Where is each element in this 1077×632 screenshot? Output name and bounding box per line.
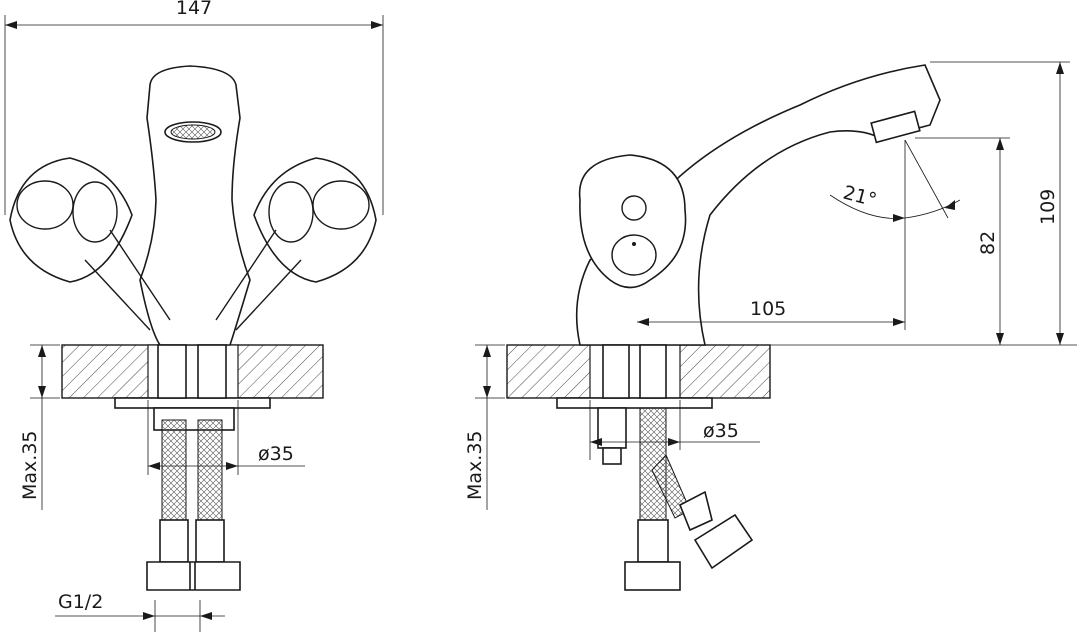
hole-diameter-label: ø35 (703, 420, 739, 442)
left-hose (161, 419, 187, 521)
mount-depth-dimension: Max.35 (464, 344, 505, 510)
mount-depth-dimension: Max.35 (19, 344, 60, 510)
aerator (870, 110, 921, 144)
hose-nuts (146, 561, 241, 591)
hole-diameter-dimension: ø35 (147, 400, 305, 475)
thread-dimension: G1/2 (55, 591, 225, 632)
hole-diameter-label: ø35 (258, 443, 294, 465)
mount-depth-label: Max.35 (464, 431, 486, 501)
front-view: 147 (4, 0, 384, 632)
reach-label: 105 (750, 298, 786, 320)
spout (575, 64, 941, 346)
height-label: 109 (1037, 189, 1059, 225)
handle (578, 154, 687, 289)
angled-hose (651, 454, 691, 519)
angle-dimension: 21° (829, 139, 961, 222)
mounting-plate (114, 397, 271, 409)
left-handle (9, 157, 171, 331)
height-dimension: 109 (770, 61, 1077, 346)
faucet-body (139, 65, 251, 346)
width-label: 147 (176, 0, 212, 19)
reach-dimension: 105 (637, 140, 906, 330)
thread-label: G1/2 (58, 591, 103, 613)
hole-diameter-dimension: ø35 (589, 400, 760, 460)
side-view: 109 82 105 21° Max.35 (464, 61, 1077, 591)
right-hose (197, 419, 223, 521)
outlet-height-dimension: 82 (915, 137, 1010, 345)
width-dimension: 147 (4, 0, 384, 215)
right-handle (215, 157, 377, 331)
mount-depth-label: Max.35 (19, 431, 41, 501)
angle-label: 21° (841, 182, 879, 212)
outlet-height-label: 82 (977, 231, 999, 255)
